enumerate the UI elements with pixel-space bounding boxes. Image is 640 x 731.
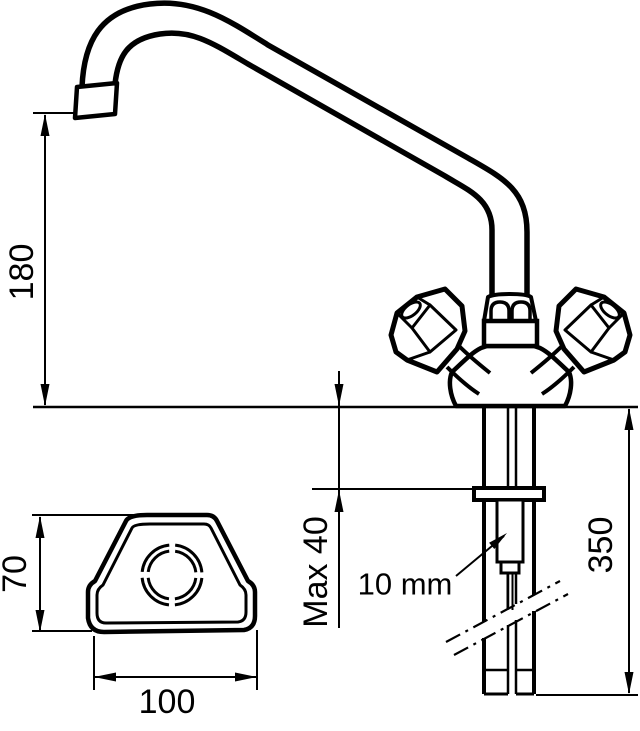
dimension-label-100: 100 <box>139 683 196 721</box>
dimension-label-180: 180 <box>3 244 41 301</box>
cap-nut-arches <box>489 300 532 321</box>
plate-outline-inner <box>95 522 248 625</box>
dimension-below-deck-length: 350 <box>536 408 638 696</box>
dimension-spout-height: 180 <box>3 112 76 406</box>
arrowhead-down <box>624 672 634 694</box>
collar-band <box>481 318 540 349</box>
arrowhead-up <box>624 408 634 430</box>
threaded-stud-tip <box>499 560 521 575</box>
base-plan-view <box>85 512 258 635</box>
spout-inner-curve <box>112 30 495 297</box>
body-outline <box>447 343 574 409</box>
arrowhead-up <box>40 114 50 136</box>
arrowhead-right <box>235 672 257 682</box>
dimension-deck-thickness: Max 40 <box>297 371 474 628</box>
arrowhead-up <box>334 490 344 512</box>
leader-arrowhead <box>489 533 507 549</box>
spout <box>72 0 530 297</box>
arrowhead-left <box>94 672 116 682</box>
dimension-base-depth: 70 <box>0 514 147 632</box>
threaded-stud <box>495 498 525 564</box>
pipe-break-mark <box>453 593 569 656</box>
plate-outline-outer <box>85 512 258 635</box>
dimension-label-350: 350 <box>582 517 620 574</box>
dimension-base-width: 100 <box>93 630 258 721</box>
arrowhead-down <box>35 610 45 632</box>
dimension-label-max40: Max 40 <box>297 516 335 628</box>
dimension-label-70: 70 <box>0 555 34 593</box>
undersink-assembly <box>445 407 569 696</box>
arrowhead-down <box>334 384 344 406</box>
faucet-body <box>447 343 574 409</box>
swivel-connector <box>481 292 540 349</box>
mounting-flange <box>472 486 546 502</box>
pipe-break-mark <box>445 580 561 643</box>
spout-aerator <box>72 80 120 121</box>
spout-outer-curve <box>79 0 530 297</box>
arrowhead-down <box>40 384 50 406</box>
callout-label-10mm: 10 mm <box>358 567 453 602</box>
arrowhead-up <box>35 516 45 538</box>
callout-stud-size: 10 mm <box>358 533 507 602</box>
